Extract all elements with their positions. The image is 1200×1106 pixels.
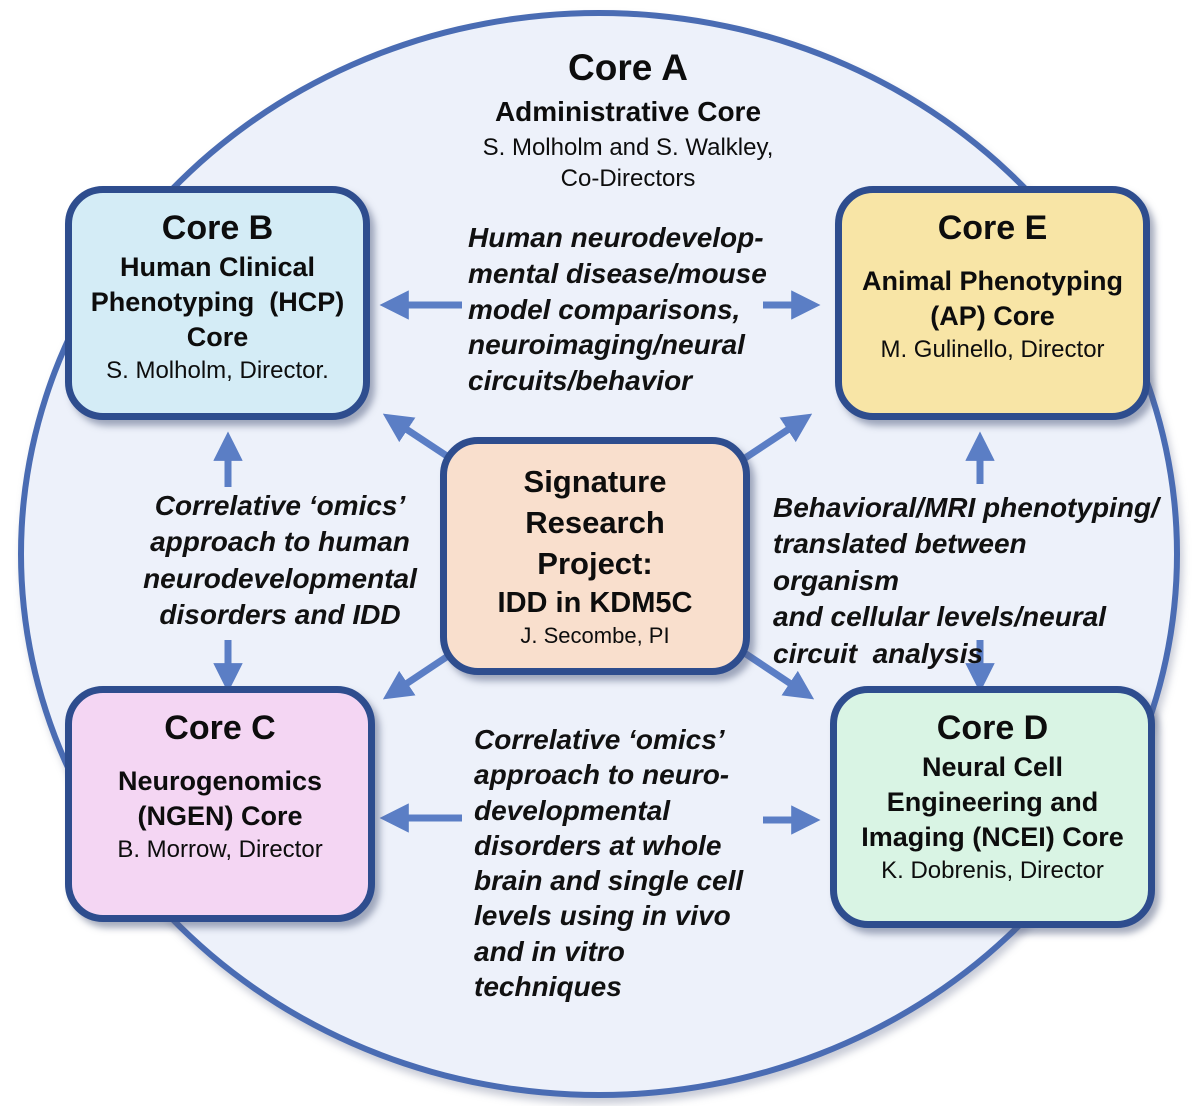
core-c-name: Neurogenomics (NGEN) Core [117, 765, 323, 831]
core-d-director: K. Dobrenis, Director [881, 856, 1104, 884]
core-a-label-block: Core A Administrative Core S. Molholm an… [448, 46, 808, 194]
core-b-title: Core B [161, 209, 274, 247]
core-e-title: Core E [937, 209, 1048, 247]
core-c-box: Core C Neurogenomics (NGEN) Core B. Morr… [65, 686, 375, 922]
core-a-directors: S. Molholm and S. Walkley, Co-Directors [482, 133, 774, 193]
annotation-correlative-omics-neuro: Correlative ‘omics’ approach to neuro- d… [474, 724, 744, 1002]
core-b-director: S. Molholm, Director. [106, 356, 329, 384]
core-e-box: Core E Animal Phenotyping (AP) Core M. G… [835, 186, 1150, 420]
core-c-title: Core C [164, 709, 276, 747]
core-b-name: Human Clinical Phenotyping (HCP) Core [90, 251, 345, 352]
core-e-name: Animal Phenotyping (AP) Core [861, 265, 1123, 331]
annotation-human-neurodevelopmental: Human neurodevelop- mental disease/mouse… [468, 222, 767, 397]
core-e-director: M. Gulinello, Director [880, 335, 1105, 363]
core-d-title: Core D [936, 709, 1049, 747]
core-c-director: B. Morrow, Director [117, 835, 323, 863]
center-project: IDD in KDM5C [497, 586, 693, 619]
center-pi: J. Secombe, PI [520, 623, 670, 649]
core-a-subtitle: Administrative Core [494, 96, 762, 128]
core-b-box: Core B Human Clinical Phenotyping (HCP) … [65, 186, 370, 420]
core-d-name: Neural Cell Engineering and Imaging (NCE… [861, 751, 1124, 852]
core-d-box: Core D Neural Cell Engineering and Imagi… [830, 686, 1155, 928]
core-a-title: Core A [568, 47, 688, 88]
annotation-correlative-omics-human: Correlative ‘omics’ approach to human ne… [143, 490, 417, 631]
center-title: Signature Research Project: [523, 464, 667, 581]
annotation-behavioral-mri: Behavioral/MRI phenotyping/ translated b… [773, 492, 1159, 669]
signature-research-project-box: Signature Research Project: IDD in KDM5C… [440, 437, 750, 675]
